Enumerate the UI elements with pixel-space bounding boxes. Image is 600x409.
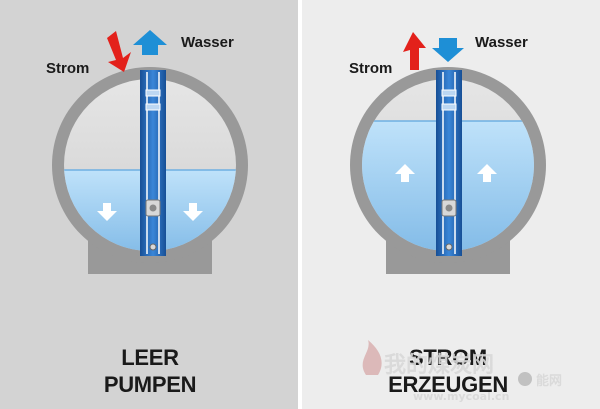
left-strom-arrow-icon [107,31,131,72]
watermark-text: 我的煤炭网 [384,352,494,378]
right-water-up-arrow-icon [395,164,415,182]
watermark-badge: 能网 [536,373,562,389]
panel-divider [298,0,302,409]
right-strom-arrow-icon [403,32,426,70]
right-title-line2: ERZEUGEN [388,372,508,397]
left-water-down-arrow-icon [183,203,203,221]
left-wasser-arrow-icon [133,30,167,55]
left-title-line2: PUMPEN [104,372,196,397]
right-title-line1: STROM [409,345,487,370]
left-wasser-label: Wasser [181,34,234,51]
left-title-line1: LEER [121,345,179,370]
right-wasser-arrow-icon [432,38,464,62]
right-shaft [436,70,462,256]
right-strom-label: Strom [349,60,392,77]
watermark: 我的煤炭网 www.mycoal.cn 能网 [362,340,562,403]
left-water-down-arrow-icon [97,203,117,221]
right-wasser-label: Wasser [475,34,528,51]
left-strom-label: Strom [46,60,89,77]
watermark-flame-icon [362,340,382,375]
right-water-up-arrow-icon [477,164,497,182]
left-shaft [140,70,166,256]
left-shaft-body [140,70,166,256]
right-shaft-body [436,70,462,256]
watermark-url: www.mycoal.cn [413,390,509,403]
watermark-badge-icon [518,372,532,386]
